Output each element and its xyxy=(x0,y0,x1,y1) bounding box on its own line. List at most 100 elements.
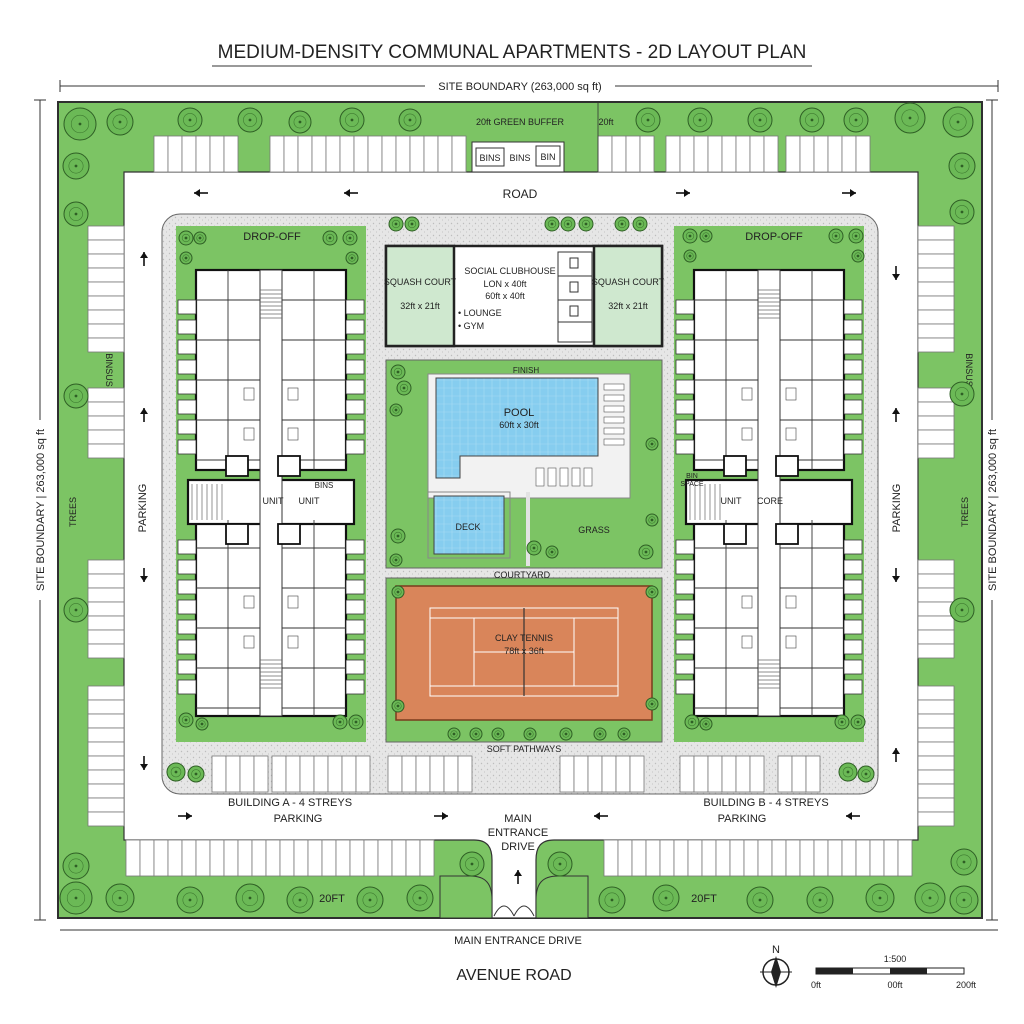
parking-bay xyxy=(87,239,125,255)
tree xyxy=(683,249,697,263)
tree xyxy=(851,249,865,263)
parking-bay xyxy=(87,387,125,403)
parking-bay xyxy=(87,429,125,445)
balcony xyxy=(177,619,197,635)
balcony xyxy=(345,639,365,655)
parking-bay xyxy=(443,755,459,793)
balcony xyxy=(675,679,695,695)
parking-bay xyxy=(153,839,169,877)
parking-bay xyxy=(715,839,731,877)
parking-bay xyxy=(799,839,815,877)
tennis-size: 78ft x 36ft xyxy=(504,646,544,656)
scale-tick-0: 0ft xyxy=(811,980,822,990)
balcony xyxy=(177,439,197,455)
tree xyxy=(447,727,461,741)
parking-bay xyxy=(223,839,239,877)
entrance-gate xyxy=(492,905,536,919)
parking-bay xyxy=(387,755,403,793)
arrow-down xyxy=(892,266,900,280)
tree xyxy=(949,381,975,407)
clubhouse-block: SQUASH COURT 32ft x 21ft SQUASH COURT 32… xyxy=(384,244,665,348)
lift xyxy=(225,523,249,545)
buffer-left-bottom: 20FT xyxy=(319,893,345,905)
parking-bay xyxy=(917,811,955,827)
parking-bay xyxy=(813,135,829,173)
main-entrance-center-1: MAIN xyxy=(504,813,532,825)
parking-bay xyxy=(313,755,329,793)
parking-bay xyxy=(615,755,631,793)
north-arrow: N xyxy=(760,944,792,988)
parking-bay xyxy=(87,601,125,617)
tree xyxy=(187,765,205,783)
avenue-road: AVENUE ROAD xyxy=(456,967,571,984)
parking-bay xyxy=(917,797,955,813)
tree xyxy=(179,251,193,265)
tree xyxy=(176,886,204,914)
main-entrance-bottom: MAIN ENTRANCE DRIVE xyxy=(454,935,582,947)
tree xyxy=(850,714,866,730)
tree xyxy=(632,216,648,232)
parking-bay xyxy=(377,839,393,877)
tree xyxy=(838,762,858,782)
balcony xyxy=(177,579,197,595)
balcony xyxy=(177,399,197,415)
tree xyxy=(699,717,713,731)
clubhouse-item-lounge: • LOUNGE xyxy=(458,308,502,318)
site-boundary-left-label: SITE BOUNDARY | 263,000 sq ft xyxy=(35,429,47,591)
squash-right-size: 32ft x 21ft xyxy=(608,301,648,311)
tree xyxy=(195,717,209,731)
balcony xyxy=(843,379,863,395)
pool-loungers xyxy=(535,383,625,487)
parking-bay xyxy=(139,839,155,877)
parking-bay xyxy=(679,755,695,793)
arrow-left xyxy=(194,189,208,197)
parking-bay xyxy=(253,755,269,793)
fixture xyxy=(785,635,797,649)
tree xyxy=(799,107,825,133)
fixture xyxy=(785,595,797,609)
tree xyxy=(635,107,661,133)
clubhouse-size-2: 60ft x 40ft xyxy=(485,291,525,301)
parking-bay xyxy=(917,699,955,715)
tree xyxy=(593,727,607,741)
squash-left-size: 32ft x 21ft xyxy=(400,301,440,311)
tree xyxy=(63,201,89,227)
parking-bay xyxy=(917,769,955,785)
balcony xyxy=(345,679,365,695)
parking-bay xyxy=(827,135,843,173)
tree xyxy=(391,585,405,599)
balcony xyxy=(345,339,365,355)
balcony xyxy=(177,679,197,695)
parking-bay xyxy=(349,839,365,877)
parking-bay xyxy=(437,135,453,173)
tree xyxy=(178,712,194,728)
parking-bay xyxy=(87,797,125,813)
tree xyxy=(62,152,90,180)
tree xyxy=(545,545,559,559)
parking-bay xyxy=(735,755,751,793)
parking-bay xyxy=(721,135,737,173)
tree xyxy=(166,762,186,782)
pool-area: FINISH POOL 60ft x 30ft DECK GRASS xyxy=(427,366,631,566)
balcony xyxy=(177,359,197,375)
parking-bay xyxy=(813,839,829,877)
parking-bay xyxy=(799,135,815,173)
tree xyxy=(747,107,773,133)
parking-bay xyxy=(125,839,141,877)
tree xyxy=(526,540,542,556)
tree xyxy=(614,216,630,232)
balcony xyxy=(345,539,365,555)
unit-left-1: UNIT xyxy=(263,496,284,506)
tree xyxy=(559,727,573,741)
tree xyxy=(59,881,93,915)
tree xyxy=(652,884,680,912)
parking-bay xyxy=(87,685,125,701)
balcony xyxy=(843,419,863,435)
parking-bay xyxy=(297,135,313,173)
parking-bay xyxy=(87,415,125,431)
parking-bay xyxy=(391,839,407,877)
balcony xyxy=(675,439,695,455)
parking-bay xyxy=(749,755,765,793)
pool-name: POOL xyxy=(504,407,535,419)
balcony xyxy=(177,559,197,575)
